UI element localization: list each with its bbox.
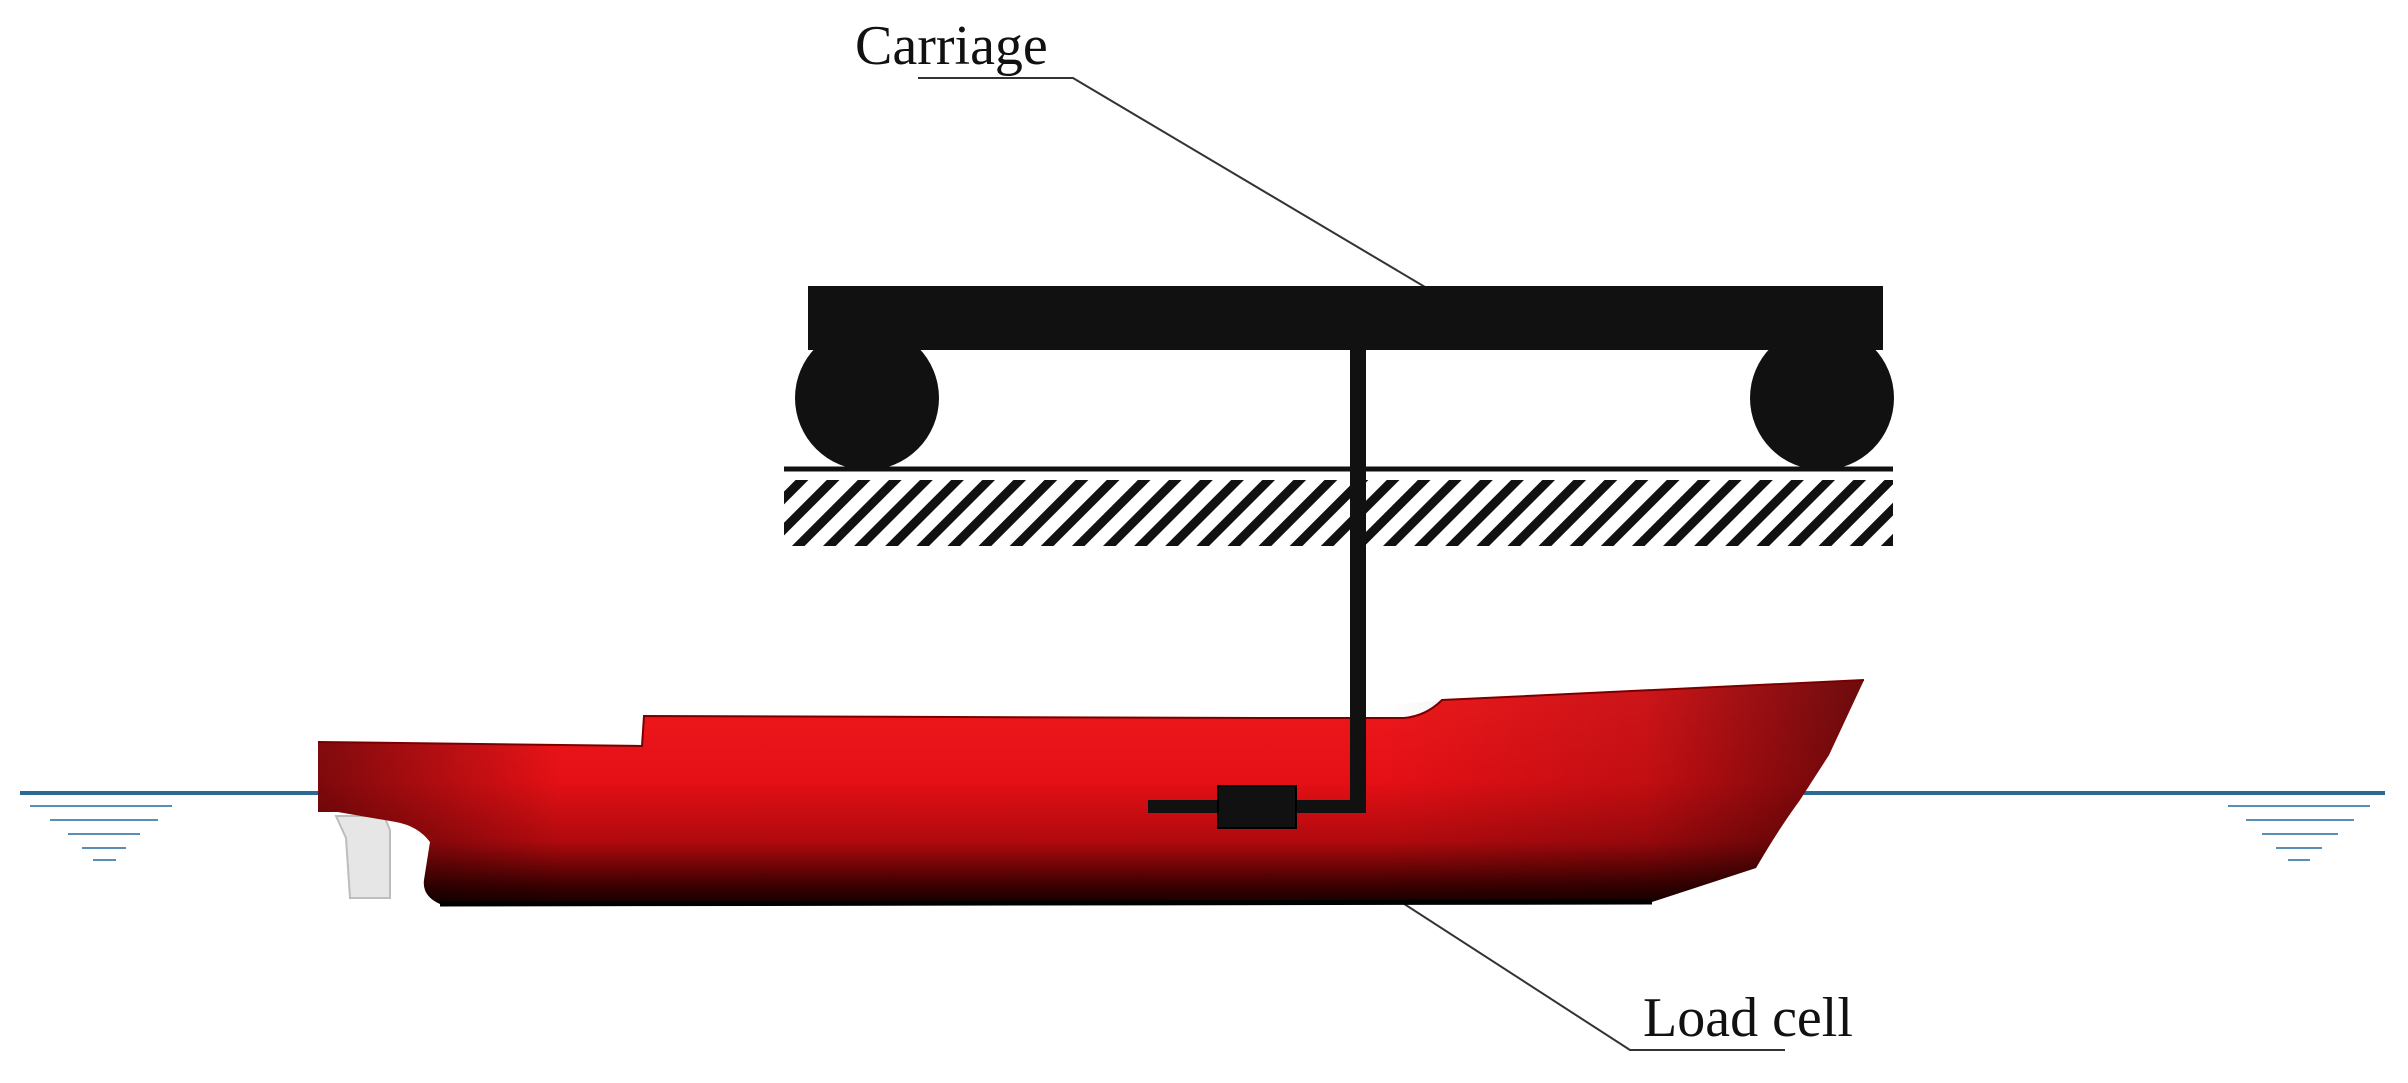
carriage-beam [808,286,1883,350]
ship-hull [317,679,1865,907]
water-symbol-left [30,805,172,861]
carriage-label: Carriage [855,15,1048,77]
carriage-leader-line [918,77,1426,288]
rudder [334,815,391,899]
load-cell-label: Load cell [1643,987,1853,1049]
carriage-right-wheel [1750,326,1894,470]
ground-hatching [784,480,1893,546]
carriage-left-wheel [795,326,939,470]
load-cell-block [1217,785,1297,829]
water-symbol-right [2228,805,2370,861]
